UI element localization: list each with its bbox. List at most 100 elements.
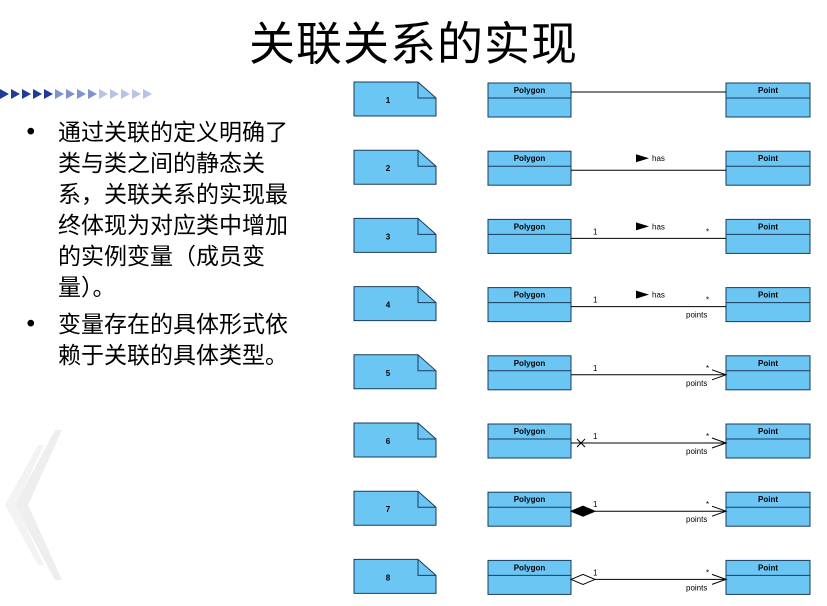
arrow-strip-triangle <box>11 89 20 99</box>
association-verb: has <box>652 154 665 163</box>
right-class-box <box>725 559 811 595</box>
multiplicity-left: 1 <box>593 568 598 577</box>
bullet-dot-icon: • <box>24 120 38 146</box>
left-class-box-name: Polygon <box>514 154 546 163</box>
open-arrowhead-icon <box>711 573 728 585</box>
right-class-box <box>725 491 811 527</box>
right-class-box-name: Point <box>758 222 778 231</box>
row-number: 8 <box>386 573 391 582</box>
note-tag-shape <box>353 558 437 594</box>
arrow-strip-triangle <box>110 89 119 99</box>
right-class-box-name: Point <box>758 563 778 572</box>
left-class-box <box>487 559 572 595</box>
right-class-box-name: Point <box>758 86 778 95</box>
right-class-box-name: Point <box>758 427 778 436</box>
left-class-box <box>487 218 572 254</box>
left-class-box-name: Polygon <box>514 222 546 231</box>
note-fold <box>417 423 436 440</box>
right-class-box-name: Point <box>758 359 778 368</box>
note-tag-shape <box>353 149 437 185</box>
row-number: 4 <box>386 301 391 310</box>
note-fold <box>417 82 436 99</box>
left-class-box-name: Polygon <box>514 359 546 368</box>
arrow-strip-triangle <box>44 89 53 99</box>
row-number: 6 <box>386 437 391 446</box>
note-fold <box>417 354 436 372</box>
note-tag-shape <box>353 490 437 526</box>
left-class-box <box>487 150 572 186</box>
arrow-strip-triangle <box>66 89 75 99</box>
bullet-item: • 变量存在的具体形式依赖于关联的具体类型。 <box>20 310 320 372</box>
multiplicity-right: * <box>706 432 709 441</box>
association-verb: has <box>652 222 665 231</box>
right-class-box <box>725 82 811 118</box>
left-class-box-name: Polygon <box>514 86 546 95</box>
multiplicity-left: 1 <box>593 364 598 373</box>
reading-direction-icon <box>636 154 649 163</box>
multiplicity-right: * <box>706 500 709 509</box>
bullet-text: 变量存在的具体形式依赖于关联的具体类型。 <box>58 312 288 369</box>
navigability-cross-icon <box>576 438 586 448</box>
note-tag-shape <box>353 422 437 458</box>
reading-direction-icon <box>636 222 649 231</box>
note-fold <box>417 150 436 167</box>
role-name: points <box>686 447 707 456</box>
left-class-box-name: Polygon <box>514 563 546 572</box>
left-class-box <box>487 287 572 323</box>
role-name: points <box>686 515 707 524</box>
bullet-list: • 通过关联的定义明确了类与类之间的静态关系，关联关系的实现最终体现为对应类中增… <box>20 118 320 378</box>
open-arrowhead-icon <box>711 437 728 449</box>
left-class-box <box>487 491 572 527</box>
multiplicity-left: 1 <box>593 432 598 441</box>
left-class-box <box>487 82 572 118</box>
right-class-box-name: Point <box>758 154 778 163</box>
multiplicity-right: * <box>706 227 709 236</box>
right-class-box <box>725 218 811 254</box>
arrow-strip-triangle <box>22 89 31 99</box>
left-class-box-name: Polygon <box>514 291 546 300</box>
arrow-strip-decoration <box>0 89 152 99</box>
row-number: 5 <box>386 369 391 378</box>
note-fold <box>417 218 436 235</box>
row-number: 2 <box>386 164 391 173</box>
note-tag-shape <box>353 81 437 117</box>
arrow-strip-triangle <box>143 89 152 99</box>
note-tag-shape <box>353 286 437 322</box>
arrow-strip-triangle <box>33 89 42 99</box>
left-class-box-name: Polygon <box>514 495 546 504</box>
right-class-box <box>725 423 811 459</box>
reading-direction-icon <box>636 290 649 299</box>
open-arrowhead-icon <box>711 369 728 381</box>
note-tag-shape <box>353 217 437 253</box>
chevron-decoration-icon <box>5 430 62 580</box>
row-number: 3 <box>386 232 391 241</box>
aggregation-diamond-icon <box>569 573 597 585</box>
arrow-strip-triangle <box>88 89 97 99</box>
role-name: points <box>686 311 707 320</box>
bullet-dot-icon: • <box>24 312 38 338</box>
composition-diamond-icon <box>569 505 597 517</box>
note-fold <box>417 286 436 304</box>
multiplicity-left: 1 <box>593 296 598 305</box>
note-tag-shape <box>353 354 437 390</box>
row-number: 7 <box>386 505 391 514</box>
slide-title: 关联关系的实现 <box>249 17 578 71</box>
open-arrowhead-icon <box>711 505 728 517</box>
right-class-box-name: Point <box>758 291 778 300</box>
multiplicity-right: * <box>706 568 709 577</box>
bullet-text: 通过关联的定义明确了类与类之间的静态关系，关联关系的实现最终体现为对应类中增加的… <box>58 120 288 301</box>
left-class-box <box>487 355 572 391</box>
multiplicity-left: 1 <box>593 227 598 236</box>
right-class-box <box>725 287 811 323</box>
note-fold <box>417 491 436 508</box>
multiplicity-left: 1 <box>593 500 598 509</box>
arrow-strip-triangle <box>121 89 130 99</box>
note-fold <box>417 559 436 576</box>
multiplicity-right: * <box>706 296 709 305</box>
